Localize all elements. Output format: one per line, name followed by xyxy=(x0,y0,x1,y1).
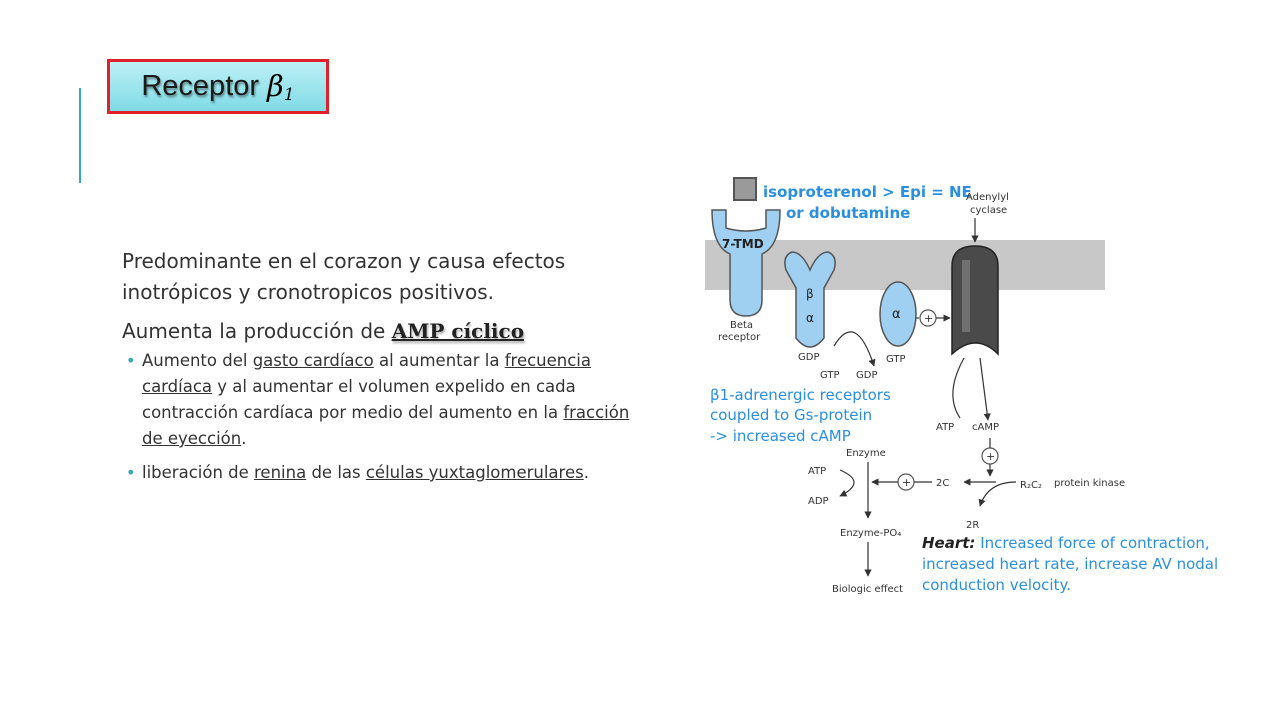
agonists-text-line2: or dobutamine xyxy=(786,204,910,222)
gdp-label-1: GDP xyxy=(798,352,819,363)
slide-body: Predominante en el corazon y causa efect… xyxy=(122,246,652,494)
r2c2-label: R₂C₂ xyxy=(1020,480,1042,491)
kinase-to-2r-arrow xyxy=(978,481,1017,507)
title-word: Receptor xyxy=(141,70,260,102)
slide-title: Receptor β1 xyxy=(107,59,329,114)
adenylyl-cyclase-icon xyxy=(951,245,999,356)
title-beta-symbol: β1 xyxy=(267,68,295,105)
camp-arrow xyxy=(979,357,991,421)
biologic-effect-label: Biologic effect xyxy=(832,584,903,595)
bullet-gasto-cardiaco: Aumento del gasto cardíaco al aumentar l… xyxy=(122,348,652,452)
atp-label: ATP xyxy=(936,422,954,433)
camp-label: cAMP xyxy=(972,422,999,433)
gtp-label-1: GTP xyxy=(820,370,840,381)
beta1-signaling-diagram: isoproterenol > Epi = NE or dobutamine 7… xyxy=(705,177,1218,595)
cyclase-highlight xyxy=(962,260,970,332)
free-alpha-label: α xyxy=(892,307,901,322)
plus-sign-2: + xyxy=(986,450,995,463)
gtp-exchange-arrow xyxy=(833,331,876,367)
beta-subunit-label: β xyxy=(806,287,814,301)
agonist-square-icon xyxy=(733,177,757,201)
beta-receptor-7tmd-icon xyxy=(711,209,781,317)
beta-receptor-label-2: receptor xyxy=(718,332,761,343)
caption-line1: β1-adrenergic receptors xyxy=(710,386,891,404)
free-alpha-subunit-icon xyxy=(879,281,917,347)
heart-effects-line3: conduction velocity. xyxy=(922,576,1071,594)
caption-line2: coupled to Gs-protein xyxy=(710,406,872,424)
adenylyl-label-1: Adenylyl xyxy=(966,192,1009,203)
accent-vertical-line xyxy=(79,88,81,183)
heart-effects-line2: increased heart rate, increase AV nodal xyxy=(922,555,1218,573)
amp-ciclico-highlight: AMP cíclico xyxy=(391,319,525,343)
heart-effects-line1: Heart: Increased force of contraction, xyxy=(922,534,1210,552)
atp-adp-curve xyxy=(839,469,855,497)
atp-curve xyxy=(952,357,965,419)
plus-sign-3: + xyxy=(902,476,911,489)
paragraph-aumenta: Aumenta la producción de AMP cíclico xyxy=(122,319,525,343)
atp-label-2: ATP xyxy=(808,466,826,477)
enzyme-label: Enzyme xyxy=(846,448,886,459)
plus-sign-1: + xyxy=(924,312,933,325)
adenylyl-label-2: cyclase xyxy=(970,205,1007,216)
cell-membrane xyxy=(705,240,1105,290)
agonists-text-line1: isoproterenol > Epi = NE xyxy=(763,183,972,201)
paragraph-predominante: Predominante en el corazon y causa efect… xyxy=(122,249,566,304)
alpha-subunit-label: α xyxy=(806,311,814,325)
enzyme-po4-label: Enzyme-PO₄ xyxy=(840,528,901,539)
gtp-label-2: GTP xyxy=(886,354,906,365)
two-c-label: 2C xyxy=(936,478,949,489)
gdp-label-2: GDP xyxy=(856,370,877,381)
adp-label: ADP xyxy=(808,496,829,507)
g-protein-beta-alpha-icon xyxy=(784,251,836,348)
tmd-label: 7-TMD xyxy=(722,237,764,251)
bullet-renina: liberación de renina de las células yuxt… xyxy=(122,460,652,486)
two-r-label: 2R xyxy=(966,520,979,531)
caption-line3: -> increased cAMP xyxy=(710,427,851,445)
protein-kinase-label: protein kinase xyxy=(1054,478,1125,489)
beta-receptor-label-1: Beta xyxy=(730,320,753,331)
